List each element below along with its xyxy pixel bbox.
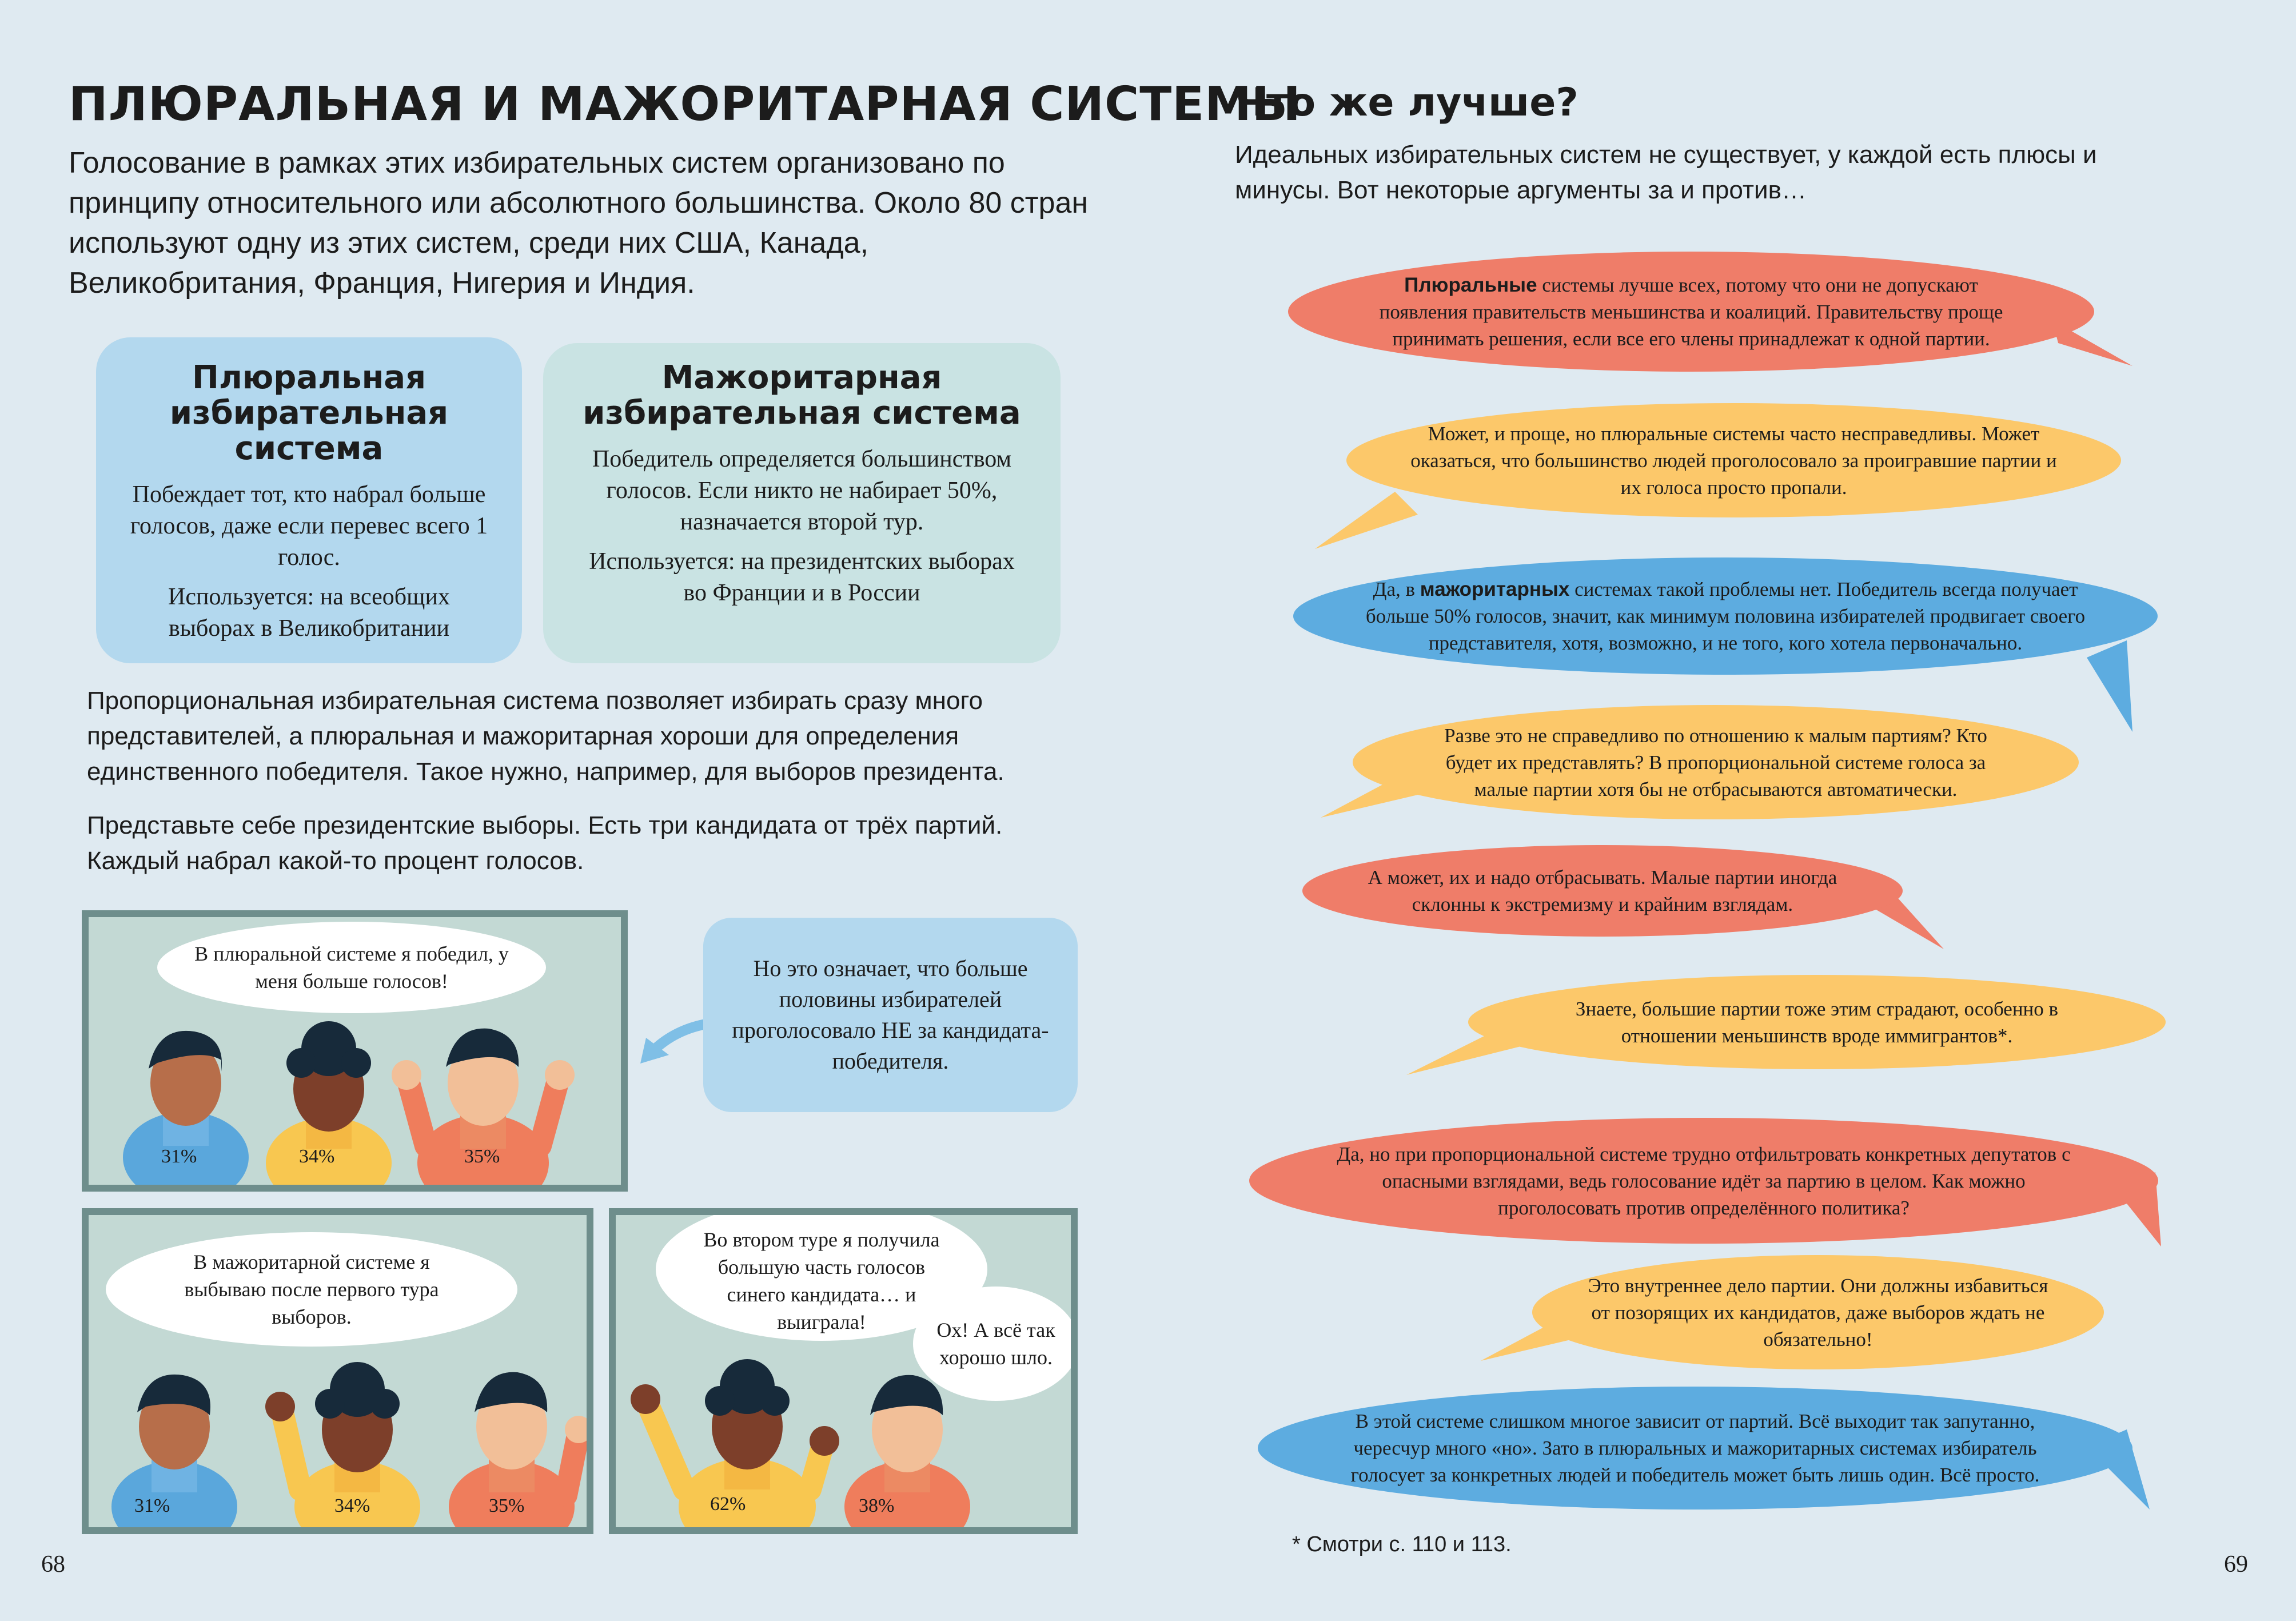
plural-system-box: Плюральная избирательная система Побежда… — [96, 337, 522, 663]
arrow-icon — [640, 1018, 710, 1064]
argument-bubble: Знаете, большие партии тоже этим страдаю… — [1468, 975, 2166, 1069]
plural-text-1: Побеждает тот, кто набрал больше голосов… — [130, 481, 488, 571]
paragraph-1: Пропорциональная избирательная система п… — [87, 687, 1005, 786]
percent-label: 38% — [859, 1495, 895, 1516]
argument-text: Разве это не справедливо по отношению к … — [1444, 724, 1987, 800]
note-text: Но это означает, что больше половины изб… — [732, 955, 1049, 1074]
comic-panel-plural: В плюральной системе я победил, у меня б… — [82, 910, 628, 1192]
speech-bubble: В мажоритарной системе я выбываю после п… — [106, 1232, 517, 1347]
argument-text: Это внутреннее дело партии. Они должны и… — [1588, 1274, 2048, 1351]
argument-bold: мажоритарных — [1420, 578, 1570, 600]
percent-label: 35% — [489, 1495, 525, 1516]
characters-illustration — [111, 1362, 587, 1527]
speech-text: В плюральной системе я победил, у меня б… — [194, 942, 509, 993]
percent-label: 34% — [334, 1495, 370, 1516]
paragraph-2: Представьте себе президентские выборы. Е… — [87, 811, 1003, 875]
comic-panel-second-round: Во втором туре я получила большую часть … — [609, 1208, 1078, 1534]
characters-illustration — [631, 1359, 970, 1527]
blue-candidate — [123, 1030, 249, 1185]
plural-heading: Плюральная избирательная система — [169, 359, 449, 467]
majoritarian-system-box: Мажоритарная избирательная система Побед… — [543, 343, 1061, 663]
argument-bubble: Это внутреннее дело партии. Они должны и… — [1532, 1255, 2104, 1369]
blue-candidate — [111, 1374, 237, 1527]
red-candidate — [449, 1372, 587, 1527]
speech-bubble: Во втором туре я получила большую часть … — [656, 1215, 987, 1341]
speech-text: В мажоритарной системе я выбываю после п… — [184, 1250, 439, 1328]
speech-text: Ох! А всё так хорошо шло. — [936, 1319, 1055, 1369]
argument-text: Плюральные системы лучше всех, потому чт… — [1374, 272, 2008, 352]
red-candidate — [844, 1375, 970, 1527]
argument-bubble: Плюральные системы лучше всех, потому чт… — [1288, 252, 2094, 372]
page-number-left: 68 — [41, 1551, 65, 1578]
argument-text: А может, их и надо отбрасывать. Малые па… — [1368, 866, 1837, 915]
argument-text: Да, в мажоритарных системах такой пробле… — [1339, 576, 2112, 656]
argument-bubble: Может, и проще, но плюральные системы ча… — [1346, 403, 2121, 517]
red-candidate — [392, 1028, 575, 1185]
page-title: ПЛЮРАЛЬНАЯ И МАЖОРИТАРНАЯ СИСТЕМЫ — [69, 77, 1301, 132]
majoritarian-text-2: Используется: на президентских выборах в… — [589, 548, 1015, 606]
argument-text: В этой системе слишком многое зависит от… — [1350, 1410, 2040, 1486]
percent-label: 31% — [161, 1146, 197, 1167]
note-box: Но это означает, что больше половины изб… — [703, 918, 1078, 1112]
footnote: * Смотри с. 110 и 113. — [1292, 1532, 1512, 1556]
majoritarian-text-1: Победитель определяется большинством гол… — [592, 446, 1012, 535]
majoritarian-heading: Мажоритарная избирательная система — [583, 359, 1021, 432]
characters-illustration — [123, 1021, 575, 1185]
argument-rest: системах такой проблемы нет. Победитель … — [1365, 578, 2086, 654]
argument-text: Может, и проще, но плюральные системы ча… — [1410, 422, 2057, 499]
speech-text: Во втором туре я получила большую часть … — [703, 1228, 940, 1333]
speech-bubble-small: Ох! А всё так хорошо шло. — [913, 1287, 1071, 1401]
argument-bubble: А может, их и надо отбрасывать. Малые па… — [1302, 845, 1903, 937]
intro-text: Голосование в рамках этих избирательных … — [69, 146, 1089, 300]
argument-text: Да, но при пропорциональной системе труд… — [1337, 1142, 2071, 1219]
comic-panel-majoritarian: В мажоритарной системе я выбываю после п… — [82, 1208, 593, 1534]
yellow-candidate — [266, 1021, 392, 1185]
yellow-candidate — [265, 1362, 420, 1527]
percent-label: 31% — [134, 1495, 170, 1516]
argument-bubble: Да, в мажоритарных системах такой пробле… — [1293, 557, 2158, 675]
argument-bubble: Да, но при пропорциональной системе труд… — [1249, 1118, 2158, 1244]
percent-label: 62% — [710, 1493, 746, 1515]
argument-text: Знаете, большие партии тоже этим страдаю… — [1575, 997, 2059, 1047]
percent-label: 35% — [464, 1146, 500, 1167]
argument-bold: Плюральные — [1404, 273, 1537, 296]
argument-pre: Да, в — [1373, 578, 1420, 600]
argument-bubble: Разве это не справедливо по отношению к … — [1353, 705, 2079, 819]
percent-label: 34% — [299, 1146, 335, 1167]
section-heading: Что же лучше? — [1235, 80, 1579, 125]
section-intro: Идеальных избирательных систем не сущест… — [1235, 141, 2097, 204]
argument-bubble: В этой системе слишком многое зависит от… — [1258, 1387, 2132, 1510]
yellow-candidate — [631, 1359, 839, 1527]
plural-text-2: Используется: на всеобщих выборах в Вели… — [168, 584, 450, 642]
argument-rest: системы лучше всех, потому что они не до… — [1379, 273, 2003, 350]
page-number-right: 69 — [2224, 1551, 2248, 1578]
speech-bubble: В плюральной системе я победил, у меня б… — [157, 922, 546, 1013]
